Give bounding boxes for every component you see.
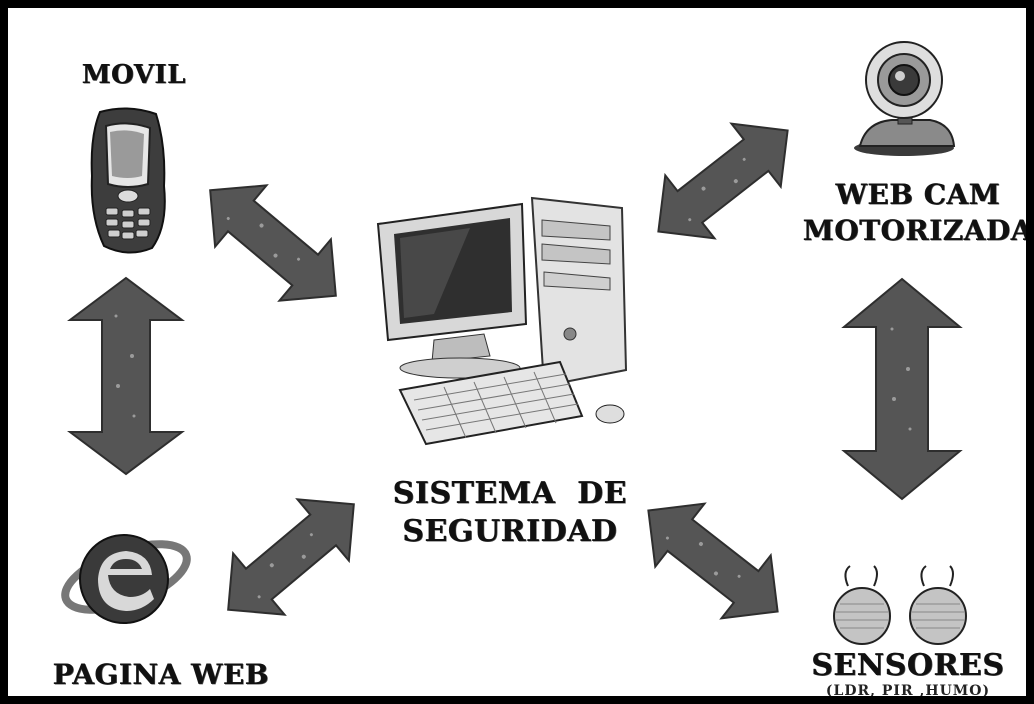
arrow-webcam-computer	[657, 122, 789, 240]
arrow-movil-computer	[209, 184, 337, 302]
computer-icon	[376, 196, 628, 446]
webcam-label-line2: MOTORIZADA	[802, 214, 1034, 247]
webcam-label-line1: WEB CAM	[835, 178, 1001, 211]
web-browser-icon	[61, 534, 191, 624]
arrow-webcam-sensores	[841, 277, 963, 501]
pagina-label: PAGINA WEB	[52, 658, 270, 691]
arrow-movil-pagina	[67, 276, 185, 476]
webcam-icon	[854, 41, 956, 156]
mobile-phone-icon	[90, 107, 166, 254]
sensores-sublabel: (LDR, PIR ,HUMO)	[825, 683, 991, 699]
movil-label: MOVIL	[81, 60, 187, 90]
sensores-label: SENSORES	[811, 648, 1005, 683]
center-label-line2: SEGURIDAD	[402, 514, 618, 549]
center-label-line1: SISTEMA DE	[392, 476, 628, 511]
arrow-pagina-computer	[227, 498, 355, 616]
arrow-sensores-computer	[647, 502, 779, 620]
sensors-icon	[833, 565, 967, 645]
